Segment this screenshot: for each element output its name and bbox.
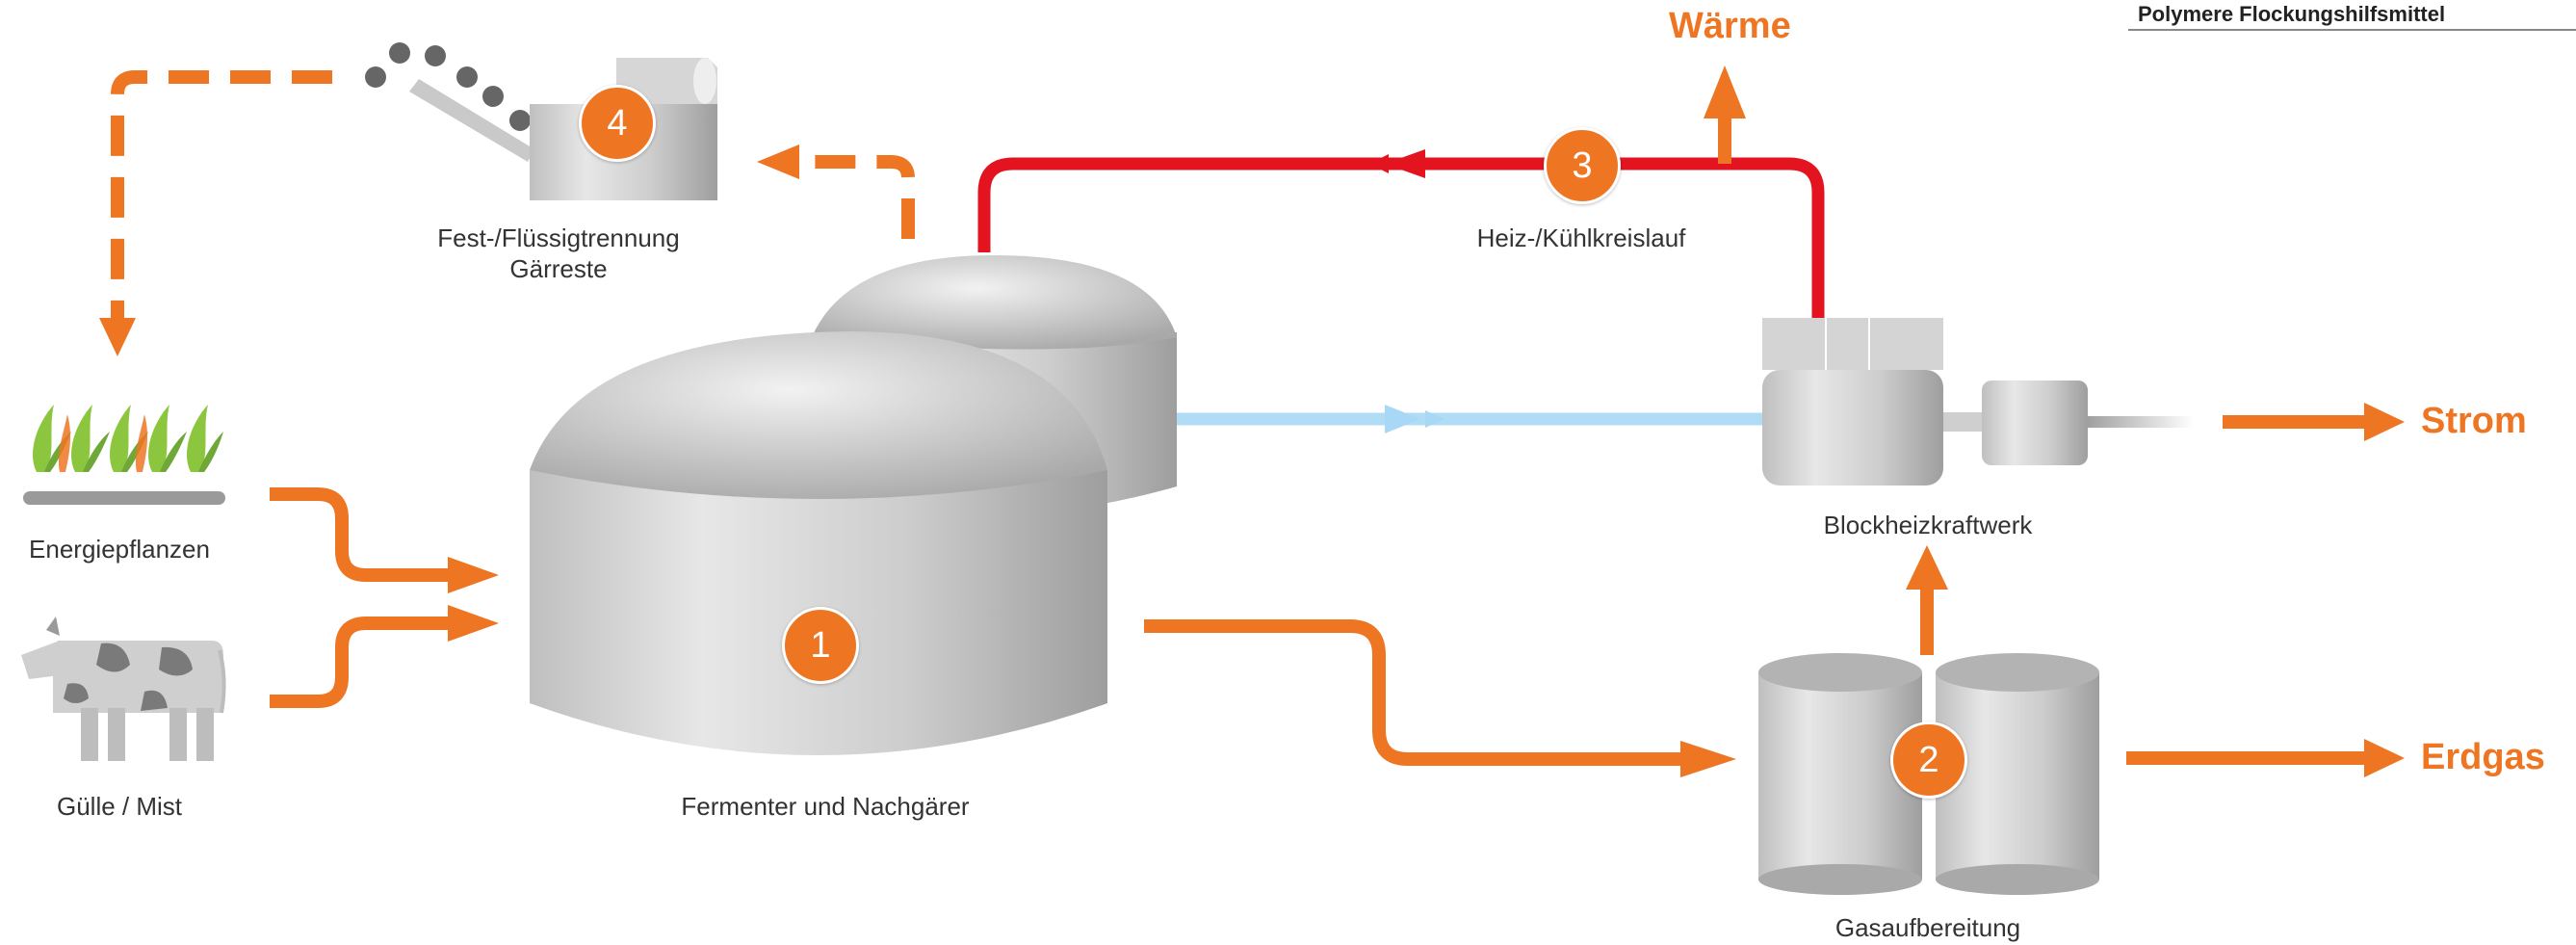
section-header-label: Polymere Flockungshilfsmittel <box>2138 2 2446 26</box>
output-power-label: Strom <box>2421 401 2527 441</box>
cow-icon <box>21 617 226 761</box>
energy-crops-label: Energiepflanzen <box>29 535 210 564</box>
natural-gas-arrow <box>2126 739 2405 777</box>
gas-to-chp-arrow <box>1906 545 1948 655</box>
output-natural-gas-label: Erdgas <box>2421 737 2545 777</box>
energy-crops-icon <box>23 405 225 505</box>
manure-label: Gülle / Mist <box>56 792 183 821</box>
step-badge-heating-loop: 3 <box>1544 127 1621 204</box>
biogas-arrowhead <box>1680 741 1736 777</box>
step-badge-fermenter: 1 <box>782 607 859 684</box>
digestate-label: Gärreste <box>509 254 608 283</box>
power-arrow <box>2223 403 2405 441</box>
separation-arrowhead <box>757 144 799 179</box>
digestate-return-line <box>111 70 915 318</box>
output-heat-label: Wärme <box>1669 6 1791 46</box>
energy-crops-arrowhead <box>448 557 499 593</box>
step-badge-gas-upgrading: 2 <box>1890 722 1967 799</box>
feed-lines <box>270 487 448 708</box>
chp-label: Blockheizkraftwerk <box>1823 511 2033 539</box>
gas-upgrading-label: Gasaufbereitung <box>1834 913 2021 942</box>
heating-loop-label: Heiz-/Kühlkreislauf <box>1476 223 1686 252</box>
fermenter-label: Fermenter und Nachgärer <box>681 792 970 821</box>
separator-machine <box>365 42 717 200</box>
manure-arrowhead <box>448 605 499 642</box>
step-badge-separation: 4 <box>579 85 656 162</box>
biogas-line <box>1144 619 1680 766</box>
gas-upgrading-tanks <box>1758 653 2099 895</box>
digestate-return-arrowhead <box>99 318 136 356</box>
fermenter-tank <box>530 331 1107 755</box>
separation-label: Fest-/Flüssigtrennung <box>437 223 680 252</box>
chp-engine <box>1762 318 2194 486</box>
section-header: Polymere Flockungshilfsmittel <box>2128 0 2576 31</box>
